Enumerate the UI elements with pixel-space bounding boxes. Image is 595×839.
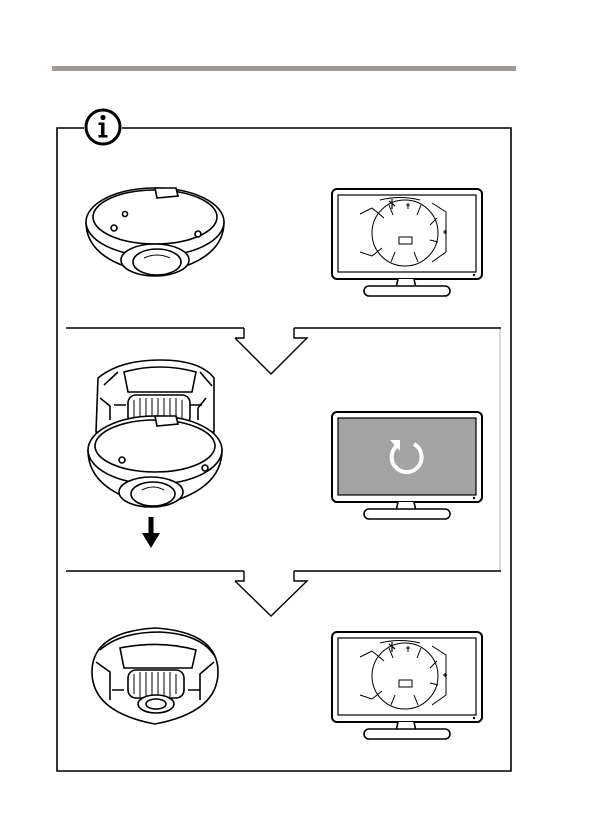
chevron-down-icon [66, 571, 501, 616]
arrow-down-icon [142, 517, 160, 548]
camera-separating [88, 360, 222, 507]
info-icon [86, 110, 120, 144]
monitor-live-view [332, 189, 482, 296]
camera-assembled [86, 188, 224, 276]
camera-cover-removed [92, 628, 218, 724]
monitor-restarting [332, 412, 482, 519]
monitor-live-view [332, 632, 482, 739]
